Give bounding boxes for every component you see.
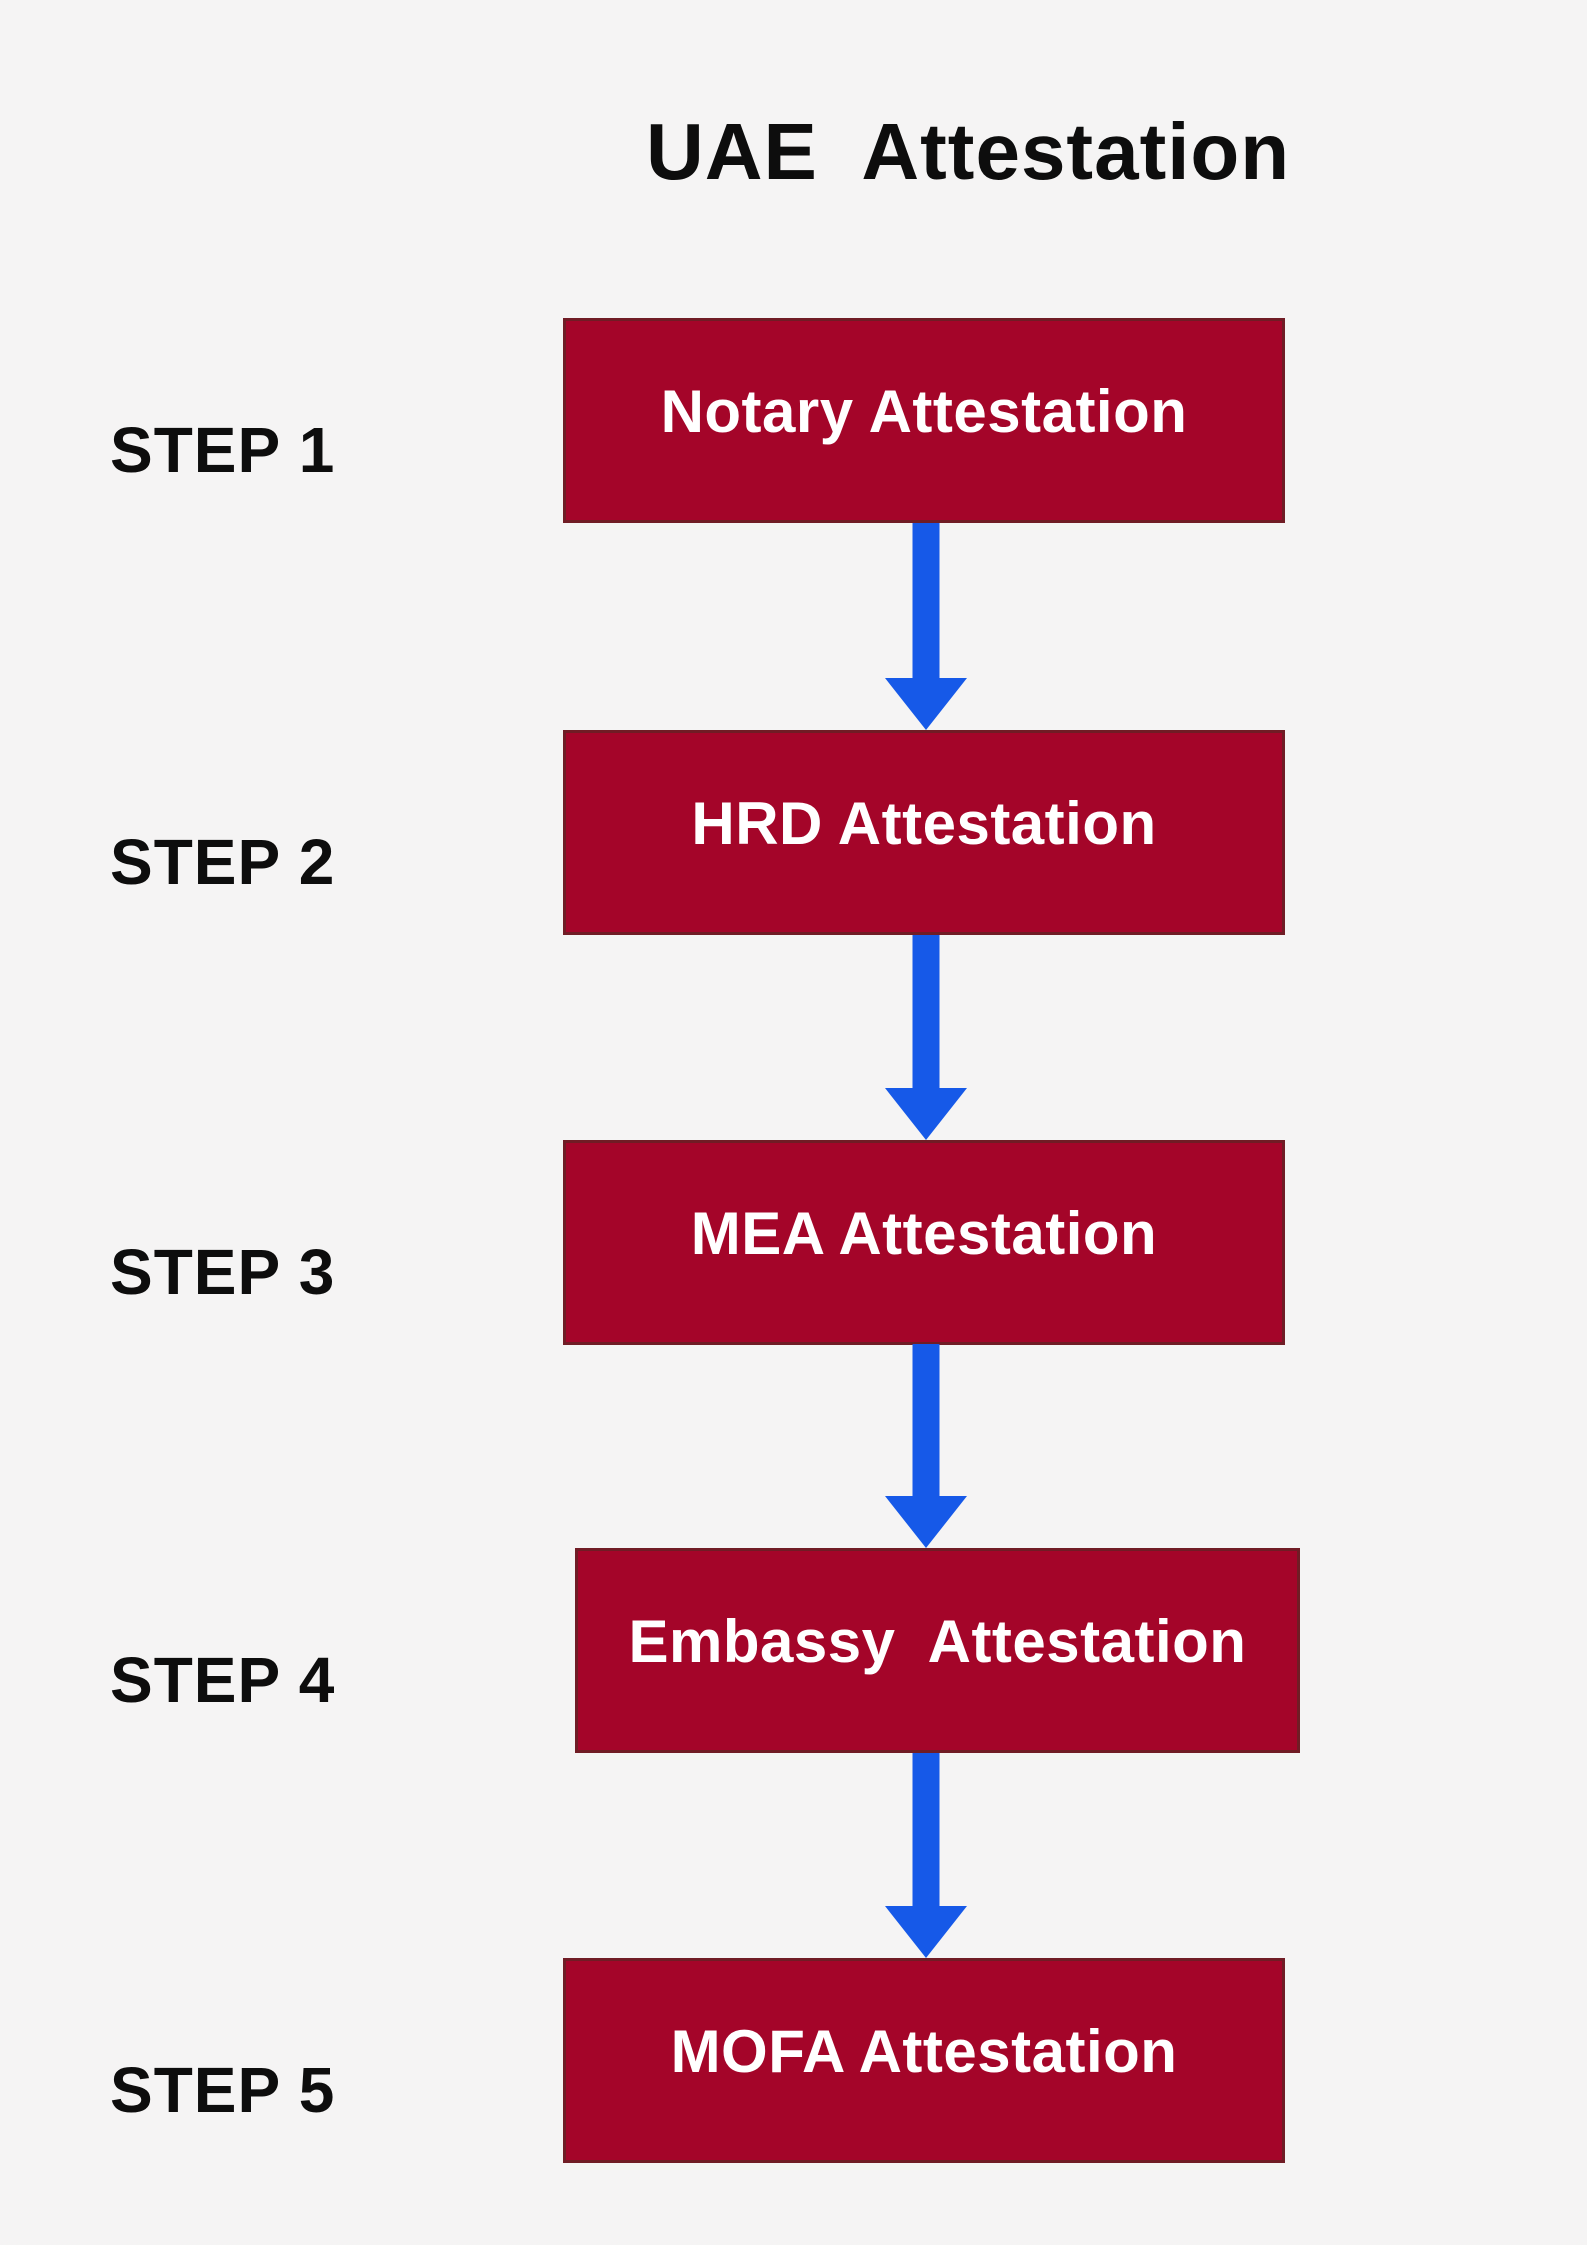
step-box-mea-attestation: MEA Attestation <box>563 1140 1285 1345</box>
down-arrow-4 <box>885 1753 967 1958</box>
step-box-mofa-attestation: MOFA Attestation <box>563 1958 1285 2163</box>
page-title: UAE Attestation <box>646 107 1291 196</box>
step-box-notary-attestation: Notary Attestation <box>563 318 1285 523</box>
box-label-mofa: MOFA Attestation <box>670 2018 1178 2085</box>
box-label-hrd: HRD Attestation <box>691 790 1157 857</box>
step-label-3: STEP 3 <box>110 1236 336 1308</box>
down-arrow-2 <box>885 935 967 1140</box>
step-label-2: STEP 2 <box>110 826 336 898</box>
step-label-5: STEP 5 <box>110 2054 336 2126</box>
down-arrow-1 <box>885 523 967 730</box>
step-box-embassy-attestation: Embassy Attestation <box>575 1548 1300 1753</box>
step-label-4: STEP 4 <box>110 1644 336 1716</box>
box-label-notary: Notary Attestation <box>660 378 1188 445</box>
step-box-hrd-attestation: HRD Attestation <box>563 730 1285 935</box>
box-label-embassy: Embassy Attestation <box>628 1608 1247 1675</box>
down-arrow-3 <box>885 1344 967 1548</box>
box-label-mea: MEA Attestation <box>690 1200 1158 1267</box>
step-label-1: STEP 1 <box>110 414 336 486</box>
